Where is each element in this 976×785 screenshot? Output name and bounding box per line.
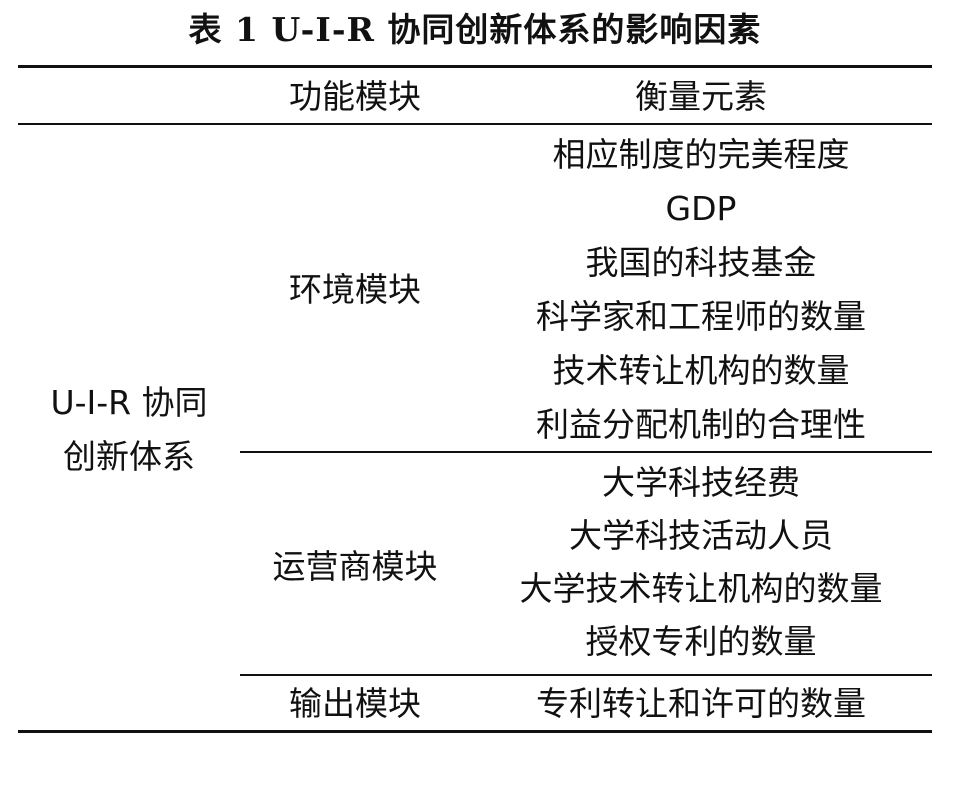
element-item: 授权专利的数量 [585, 622, 817, 661]
module-output: 输出模块 [289, 684, 421, 723]
element-item: 技术转让机构的数量 [552, 351, 850, 390]
element-item: 科学家和工程师的数量 [536, 297, 866, 336]
group-divider [240, 451, 932, 453]
system-label-line: U-I-R 协同 [50, 383, 208, 422]
element-list-output: 专利转让和许可的数量 [470, 678, 932, 730]
module-operator: 运营商模块 [272, 547, 438, 586]
header-rule [18, 123, 932, 125]
header-elements: 衡量元素 [635, 77, 767, 116]
element-item: 利益分配机制的合理性 [536, 405, 866, 444]
table-title: 表 1 U-I-R 协同创新体系的影响因素 [188, 10, 762, 49]
element-list-operator: 大学科技经费 大学科技活动人员 大学技术转让机构的数量 授权专利的数量 [470, 456, 932, 668]
system-label-line: 创新体系 [63, 437, 195, 476]
module-environment: 环境模块 [289, 270, 421, 309]
top-rule [18, 65, 932, 68]
system-label: U-I-R 协同 创新体系 [18, 376, 240, 484]
element-item: 专利转让和许可的数量 [536, 684, 866, 723]
element-item: 大学科技活动人员 [569, 516, 833, 555]
element-item: 大学技术转让机构的数量 [519, 569, 883, 608]
header-module: 功能模块 [289, 77, 421, 116]
element-item: GDP [665, 189, 737, 228]
group-divider [240, 674, 932, 676]
element-item: 相应制度的完美程度 [552, 135, 850, 174]
element-list-environment: 相应制度的完美程度 GDP 我国的科技基金 科学家和工程师的数量 技术转让机构的… [470, 128, 932, 452]
bottom-rule [18, 730, 932, 733]
element-item: 大学科技经费 [602, 463, 800, 502]
element-item: 我国的科技基金 [585, 243, 817, 282]
